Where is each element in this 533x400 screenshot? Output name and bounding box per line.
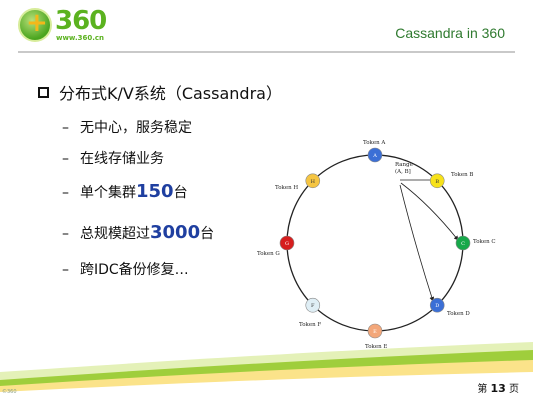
ring-nodes: A B C D E F G H <box>279 147 471 339</box>
ring-node-letter-h: H <box>311 179 316 185</box>
footer-band <box>0 342 533 400</box>
ring-svg: A B C D E F G H <box>279 147 471 339</box>
header-divider <box>18 51 515 53</box>
logo-plus-icon: + <box>26 8 48 38</box>
sub-bullet-cluster-size: –单个集群150台 <box>62 181 188 202</box>
sub-bullet-text-pre: 单个集群 <box>80 185 136 201</box>
dash-bullet-icon: – <box>62 151 69 167</box>
dash-bullet-icon: – <box>62 226 69 242</box>
sub-bullet-cross-idc: –跨IDC备份修复… <box>62 259 189 279</box>
square-bullet-icon <box>38 87 49 98</box>
dash-bullet-icon: – <box>62 262 69 278</box>
watermark-mark: ©360 <box>2 389 17 395</box>
ring-node-letter-g: G <box>285 241 289 247</box>
ring-node-a <box>367 147 383 163</box>
sub-bullet-online-storage: –在线存储业务 <box>62 148 164 168</box>
ring-node-letter-b: B <box>435 179 439 185</box>
ring-node-letter-e: E <box>373 329 377 335</box>
node-label-h: Token H <box>275 185 299 191</box>
page-suffix: 页 <box>509 384 519 395</box>
dash-bullet-icon: – <box>62 120 69 136</box>
ring-node-letter-f: F <box>311 303 315 309</box>
node-label-d: Token D <box>447 311 470 317</box>
token-ring-diagram: A B C D E F G H Token A Token B Token C Token D… <box>255 135 525 360</box>
sub-bullet-text: 无中心，服务稳定 <box>80 120 192 136</box>
sub-bullet-text-post: 台 <box>173 185 188 201</box>
main-bullet-text: 分布式K/V系统（Cassandra） <box>59 84 282 103</box>
node-label-a: Token A <box>363 140 386 146</box>
range-arrow-d <box>399 184 435 302</box>
node-label-b: Token B <box>451 172 474 178</box>
ring-node-letter-a: A <box>372 153 377 159</box>
sub-bullet-total-scale: –总规模超过3000台 <box>62 222 214 243</box>
ring-node-d <box>429 297 445 313</box>
node-label-c: Token C <box>473 239 496 245</box>
dash-bullet-icon: – <box>62 185 69 201</box>
ring-node-f <box>305 297 321 313</box>
ring-node-g <box>279 235 295 251</box>
logo-360: + 360 www.360.cn <box>18 6 128 46</box>
page-number: 第 13 页 <box>477 380 519 395</box>
page-number-value: 13 <box>490 382 506 395</box>
sub-bullet-text-post: 台 <box>200 226 215 242</box>
highlight-number: 3000 <box>150 222 201 243</box>
sub-bullet-text: 在线存储业务 <box>80 151 164 167</box>
node-label-g: Token G <box>257 251 280 257</box>
sub-bullet-decentralized: –无中心，服务稳定 <box>62 117 192 137</box>
logo-circle-icon <box>18 8 52 42</box>
range-interval-label: (A, B] <box>395 169 411 175</box>
range-label: Range <box>395 162 413 168</box>
ring-node-e <box>367 323 383 339</box>
ring-node-b <box>429 173 445 189</box>
main-bullet: 分布式K/V系统（Cassandra） <box>38 80 282 104</box>
highlight-number: 150 <box>136 181 174 202</box>
ring-node-c <box>455 235 471 251</box>
node-label-e: Token E <box>365 344 388 350</box>
ring-node-h <box>305 173 321 189</box>
slide-header-title: Cassandra in 360 <box>395 25 505 41</box>
node-label-f: Token F <box>299 322 322 328</box>
logo-text: 360 <box>55 6 107 36</box>
page-prefix: 第 <box>477 384 488 395</box>
ring-node-letter-d: D <box>435 303 439 309</box>
logo-url: www.360.cn <box>56 34 105 42</box>
sub-bullet-text: 跨IDC备份修复… <box>80 262 189 278</box>
sub-bullet-text-pre: 总规模超过 <box>80 226 150 242</box>
range-arrow-c <box>400 182 459 241</box>
ring-node-letter-c: C <box>461 241 465 247</box>
